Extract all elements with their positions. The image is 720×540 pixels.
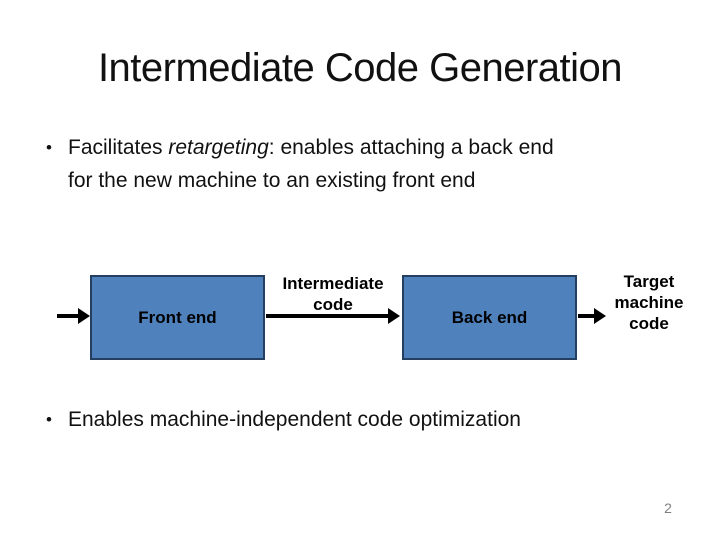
bullet1-line1: Facilitates retargeting: enables attachi… <box>68 131 671 164</box>
page-title: Intermediate Code Generation <box>97 46 623 90</box>
target-machine-code-label: Target machine code <box>614 272 684 333</box>
bullet1-line2: for the new machine to an existing front… <box>68 169 476 192</box>
bullet-marker: • <box>46 138 52 157</box>
front-end-box-label: Front end <box>138 307 217 327</box>
arrow-line <box>57 314 79 318</box>
compiler-pipeline-diagram: Front end Intermediate code Back end Tar… <box>0 262 720 377</box>
front-end-box: Front end <box>90 275 265 360</box>
bullet-marker: • <box>46 410 52 429</box>
arrowhead-icon <box>388 308 400 324</box>
arrowhead-icon <box>594 308 606 324</box>
bullet-text: Facilitates retargeting: enables attachi… <box>68 131 671 197</box>
bullet1-italic-word: retargeting <box>168 136 269 159</box>
bullet1-line1-post: : enables attaching a back end <box>268 136 554 159</box>
bullet-text: Enables machine-independent code optimiz… <box>68 408 521 431</box>
arrow-line <box>266 314 389 318</box>
back-end-box-label: Back end <box>451 307 528 327</box>
slide-page-number: 2 <box>664 500 672 516</box>
bullet-item-optimization: • Enables machine-independent code optim… <box>46 403 671 436</box>
arrowhead-icon <box>78 308 90 324</box>
back-end-box: Back end <box>402 275 577 360</box>
intermediate-code-label: Intermediate code <box>282 274 384 314</box>
arrow-line <box>578 314 596 318</box>
bullet1-line1-pre: Facilitates <box>68 136 169 159</box>
bullet-item-retargeting: • Facilitates retargeting: enables attac… <box>46 131 671 197</box>
